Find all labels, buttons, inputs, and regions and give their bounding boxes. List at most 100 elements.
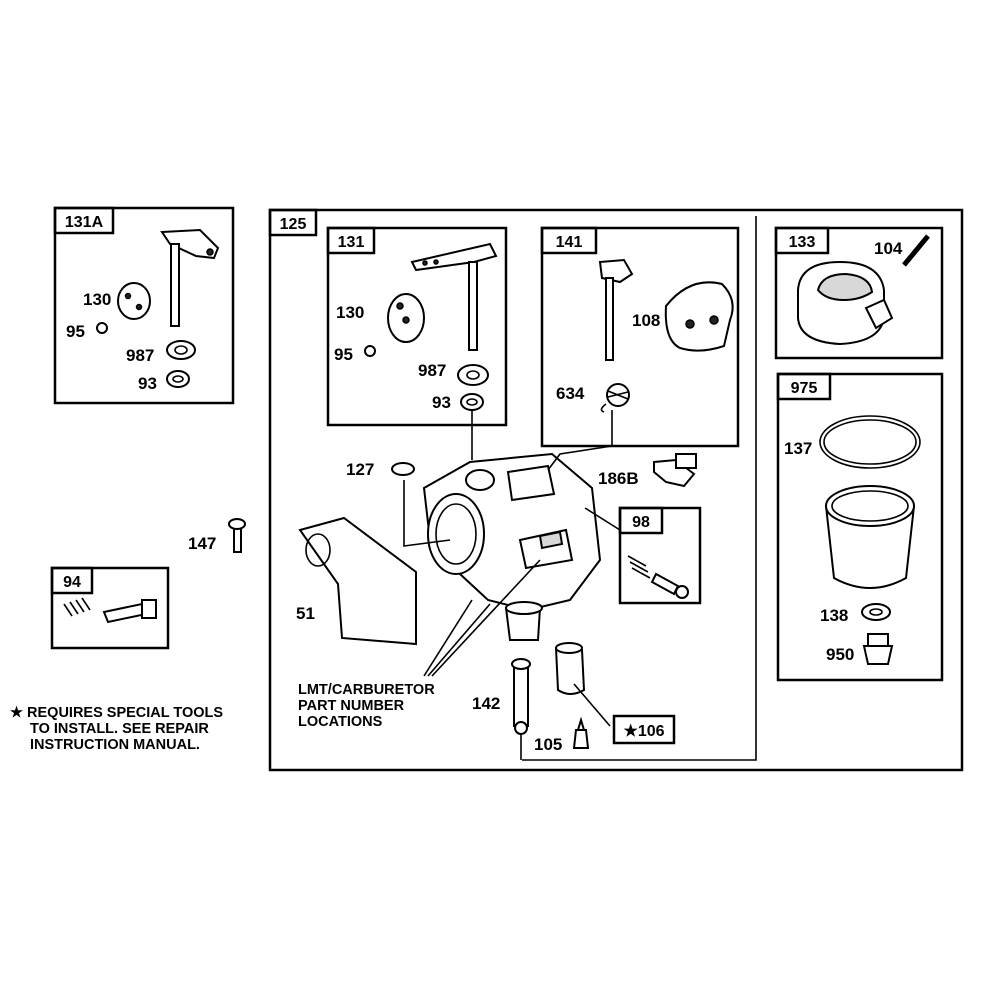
carburetor-throat-inner: [435, 503, 477, 565]
leader-lines: [403, 410, 621, 760]
bowl-stem-top: [505, 601, 543, 615]
inlet-needle-icon: [572, 729, 590, 749]
kit-98: 98: [618, 506, 702, 605]
throttle-lever-icon: [410, 242, 498, 272]
kit-131A: 131A 130 95 987 93: [53, 206, 235, 405]
part-label-987: 987: [418, 361, 446, 380]
choke-plate-icon: [664, 281, 734, 352]
choke-shaft-icon: [605, 277, 614, 361]
special-tools-note-line-3: INSTRUCTION MANUAL.: [30, 737, 200, 753]
plate-hole: [396, 302, 404, 310]
hinge-pin-icon: [902, 234, 930, 267]
part-label-127: 127: [346, 460, 374, 479]
kit-106-label: ★106: [623, 723, 664, 740]
leader-127: [403, 480, 451, 547]
mixture-screw-icon: [102, 602, 148, 624]
part-label-130: 130: [83, 290, 111, 309]
bowl-nut-icon: [867, 633, 889, 647]
kit-975-label: 975: [791, 380, 818, 397]
callout-line-3: LOCATIONS: [298, 714, 383, 730]
part-label-95: 95: [334, 345, 353, 364]
lever-hole: [206, 248, 214, 256]
part-label-634: 634: [556, 384, 585, 403]
callout-line-1: LMT/CARBURETOR: [298, 682, 435, 698]
kit-98-tag: [618, 506, 664, 535]
part-label-186B: 186B: [598, 469, 639, 488]
kit-975: 975 137 138 950: [776, 372, 944, 682]
plate-hole: [709, 315, 719, 325]
fuel-elbow-barb: [675, 453, 697, 469]
kit-141-tag: [540, 226, 598, 255]
part-label-51: 51: [296, 604, 315, 623]
part-label-105: 105: [534, 735, 562, 754]
float-hinge-icon: [864, 298, 894, 330]
leader-141-to-body: [547, 445, 613, 471]
choke-housing: [506, 464, 556, 502]
screw-icon: [96, 322, 108, 334]
part-label-950: 950: [826, 645, 854, 664]
kit-131A-label: 131A: [65, 214, 104, 231]
float-bowl-rim: [825, 485, 915, 527]
kit-94-tag: [50, 566, 94, 595]
inlet-needle-tip: [576, 716, 586, 731]
kit-141: 141 108 634: [540, 226, 740, 448]
part-label-130: 130: [336, 303, 364, 322]
shaft-boss: [465, 469, 495, 491]
bushing-bore: [466, 398, 478, 406]
seal-icon: [166, 340, 196, 360]
seal-bore: [174, 345, 188, 355]
bowl-nut-body: [862, 645, 894, 665]
spring-icon: [627, 555, 651, 579]
bushing-bore: [172, 375, 184, 383]
spring-icon: [63, 597, 91, 617]
spring-end: [600, 403, 607, 413]
kit-106: ★106: [612, 714, 676, 745]
lever-hole: [422, 260, 428, 266]
gasket-inner: [823, 419, 917, 465]
seal-icon: [457, 364, 489, 386]
part-label-142: 142: [472, 694, 500, 713]
plate-hole: [685, 319, 695, 329]
lever-hole: [433, 259, 439, 265]
kit-125-tag: [268, 208, 318, 237]
special-tools-note-line-2: TO INSTALL. SEE REPAIR: [30, 721, 209, 737]
welch-plug-icon: [391, 462, 415, 476]
part-label-137: 137: [784, 439, 812, 458]
plate-hole: [124, 292, 132, 300]
kit-141-frame: [540, 226, 740, 448]
part-label-93: 93: [432, 393, 451, 412]
kit-133: 133 104: [774, 226, 944, 360]
leader-98: [584, 507, 621, 531]
throttle-shaft-icon: [468, 261, 478, 351]
gasket-hole: [305, 533, 331, 567]
kit-106-frame: [612, 714, 676, 745]
part-label-93: 93: [138, 374, 157, 393]
kit-94: 94: [50, 566, 170, 650]
emulsion-tube-icon: [513, 663, 529, 727]
part-label-987: 987: [126, 346, 154, 365]
screw-icon: [364, 345, 376, 357]
screw-head: [228, 518, 246, 530]
emulsion-tube-top: [511, 658, 531, 670]
bushing-icon: [166, 370, 190, 388]
part-label-138: 138: [820, 606, 848, 625]
float-bowl-inner: [831, 490, 909, 522]
mounting-pad: [538, 530, 564, 550]
kit-133-frame: [774, 226, 944, 360]
part-label-108: 108: [632, 311, 660, 330]
callout-arrow-3: [431, 559, 541, 677]
kit-125: 125: [268, 208, 964, 772]
kit-131A-frame: [53, 206, 235, 405]
callout-line-2: PART NUMBER: [298, 698, 405, 714]
choke-lever-icon: [598, 258, 634, 284]
carburetor-body: [422, 452, 602, 641]
plate-hole: [135, 303, 143, 311]
washer-icon: [861, 603, 891, 621]
kit-133-label: 133: [789, 234, 816, 251]
screw-head: [141, 599, 157, 619]
part-label-95: 95: [66, 322, 85, 341]
kit-125-label: 125: [280, 216, 307, 233]
callout-arrow-2: [427, 603, 491, 677]
screw-head: [675, 585, 689, 599]
